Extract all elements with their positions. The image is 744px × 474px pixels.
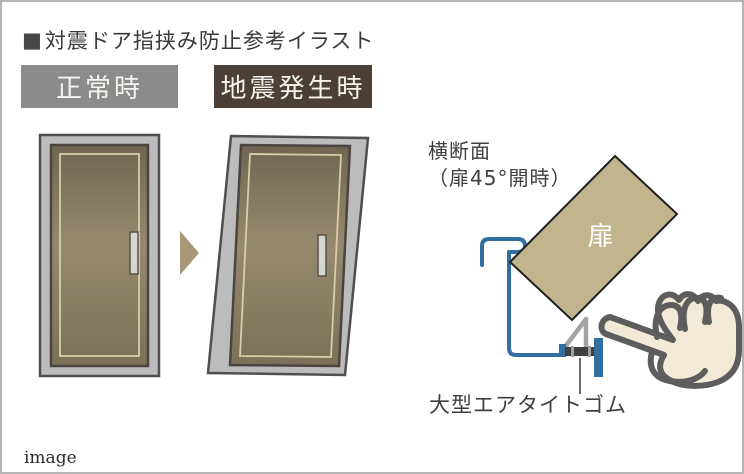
airtight-rubber-label: 大型エアタイトゴム (429, 393, 627, 417)
pointing-hand-icon (598, 291, 742, 389)
rubber-left-bracket (559, 344, 566, 357)
rubber-notch (571, 346, 574, 357)
rubber-bar (565, 347, 596, 356)
page-title-text: 対震ドア指挟み防止参考イラスト (44, 29, 375, 53)
door-normal-illustration (38, 133, 161, 378)
state-badge-normal: 正常時 (21, 65, 178, 108)
transition-arrow-icon (180, 231, 199, 275)
cross-section-heading-line1: 横断面 (428, 139, 491, 163)
door-cross-section-label: 扉 (587, 222, 614, 252)
door-earthquake-illustration (206, 134, 370, 377)
page-title: ■ 対震ドア指挟み防止参考イラスト (22, 25, 374, 55)
hand-thumb-line (647, 349, 708, 385)
airtight-rubber (559, 338, 603, 377)
cross-section-heading: 横断面 （扉45°開時） (428, 138, 571, 192)
hand-finger-line (705, 294, 724, 325)
state-badge-earthquake-label: 地震発生時 (220, 74, 366, 104)
door-cross-section (508, 154, 679, 322)
frame-stop-bar (594, 338, 603, 377)
cross-section-heading-line2: （扉45°開時） (428, 166, 572, 190)
door-earthquake-handle (317, 234, 327, 277)
door-earthquake-leaf (228, 143, 352, 368)
door-normal-handle (129, 231, 139, 275)
door-normal-trim (59, 153, 140, 357)
image-caption: image (24, 448, 77, 468)
state-badge-earthquake: 地震発生時 (214, 65, 372, 108)
cross-section-diagram: 扉 (480, 154, 679, 394)
title-square-icon: ■ (22, 28, 43, 52)
rubber-notch (588, 346, 591, 357)
state-badge-normal-label: 正常時 (55, 74, 143, 104)
door-earthquake-trim (239, 153, 342, 358)
